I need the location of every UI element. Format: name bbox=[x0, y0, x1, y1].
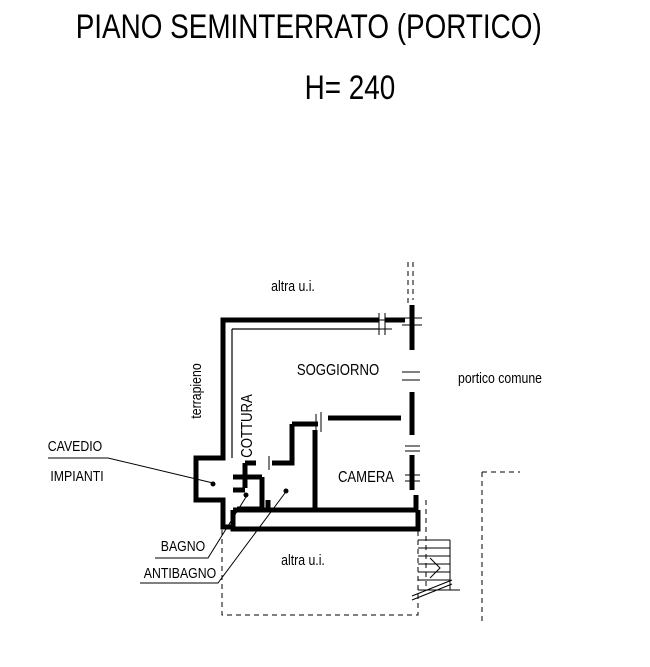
label-impianti: IMPIANTI bbox=[50, 468, 103, 484]
label-portico: portico comune bbox=[458, 370, 542, 386]
interior-walls bbox=[233, 412, 401, 510]
dashed-boundaries bbox=[221, 262, 520, 625]
height-label: H= 240 bbox=[305, 68, 396, 106]
label-bagno: BAGNO bbox=[161, 538, 205, 554]
leader-lines bbox=[48, 457, 286, 584]
wall-marks bbox=[372, 313, 422, 482]
label-terrapieno: terrapieno bbox=[188, 363, 204, 419]
plan-title: PIANO SEMINTERRATO (PORTICO) bbox=[76, 7, 542, 45]
label-dots bbox=[210, 481, 289, 498]
label-altra-bottom: altra u.i. bbox=[281, 552, 325, 568]
label-altra-top: altra u.i. bbox=[271, 278, 315, 294]
label-antibagno: ANTIBAGNO bbox=[144, 565, 216, 581]
label-cottura: COTTURA bbox=[239, 394, 256, 458]
label-camera: CAMERA bbox=[338, 469, 394, 486]
label-cavedio: CAVEDIO bbox=[48, 438, 102, 454]
stair bbox=[411, 539, 460, 601]
label-soggiorno: SOGGIORNO bbox=[297, 362, 379, 379]
